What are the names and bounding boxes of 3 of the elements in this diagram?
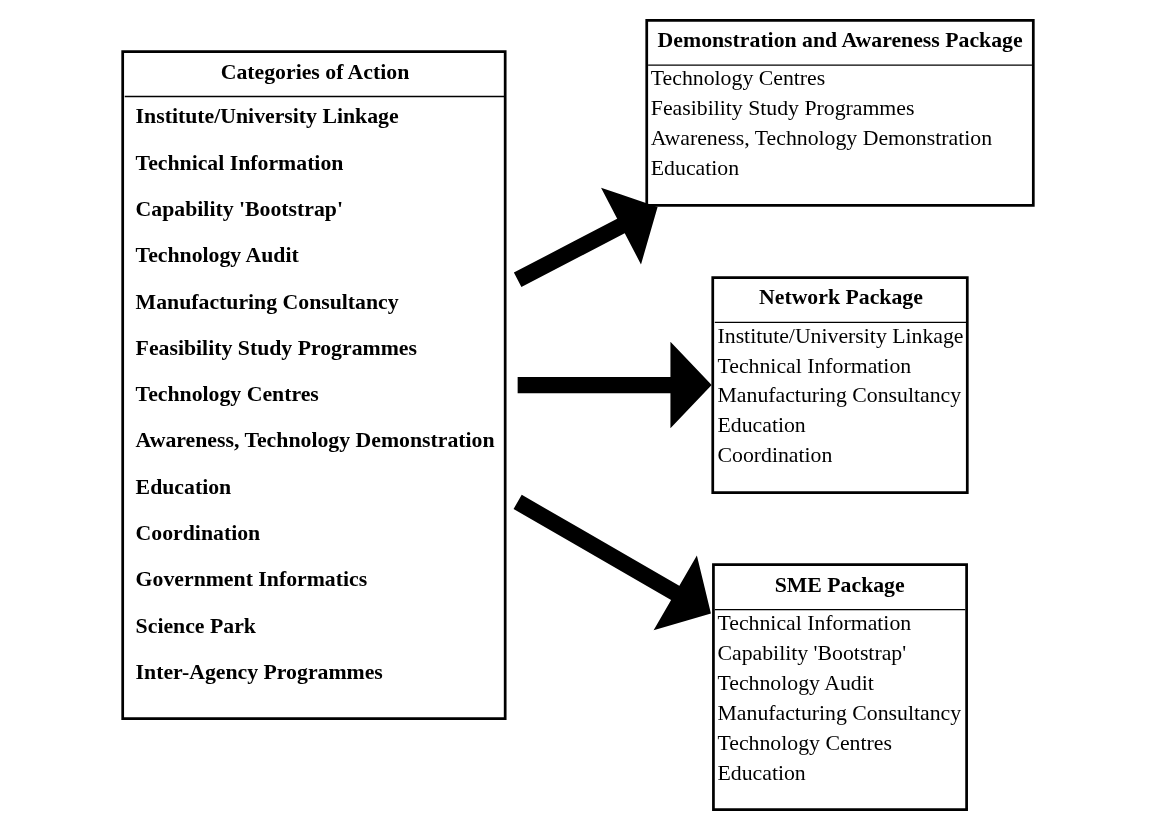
arrow	[517, 341, 712, 429]
arrow	[513, 187, 658, 288]
arrow	[513, 494, 711, 631]
